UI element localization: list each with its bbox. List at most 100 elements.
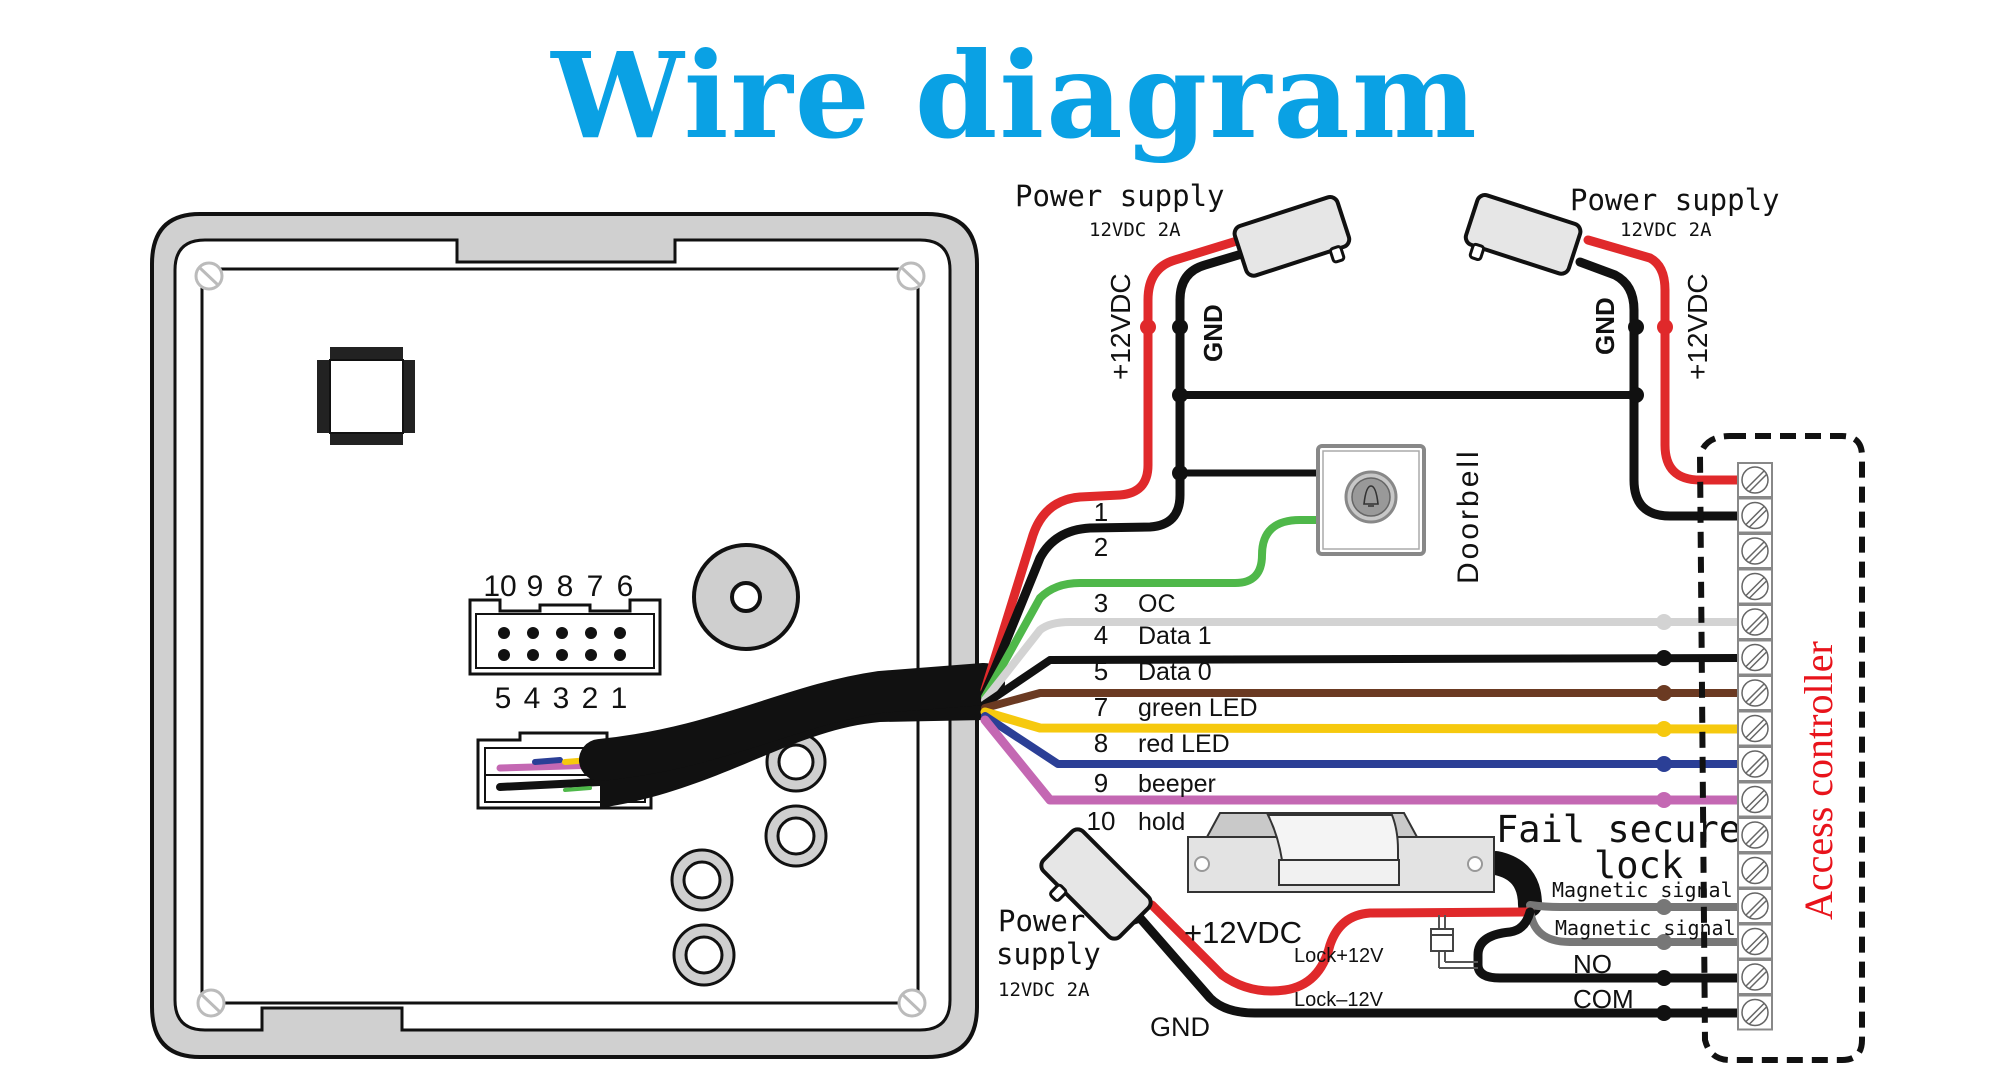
terminal-screw — [1737, 462, 1773, 498]
pin-label: 7 — [587, 570, 604, 603]
ps-bottom-title-line1: Power — [998, 904, 1085, 938]
wire-7-brown — [981, 689, 1742, 712]
ps-top-left-gnd-label: GND — [1198, 304, 1228, 362]
junction-dots — [1140, 319, 1673, 1021]
wire-number: 9 — [1094, 768, 1108, 798]
power-supply-top-right: Power supply 12VDC 2A GND +12VDC — [1463, 183, 1780, 380]
ps-right-gnd-wire — [1575, 257, 1743, 521]
screw-icon — [194, 261, 224, 291]
junction-dot — [1656, 934, 1672, 950]
wire-number: 3 — [1094, 588, 1108, 618]
wire-number: 1 — [1094, 497, 1108, 527]
junction-dot — [1656, 1005, 1672, 1021]
junction-dot — [1656, 650, 1672, 666]
wire-number: 10 — [1087, 806, 1116, 836]
wire-10-pink — [980, 715, 1743, 805]
wire-number: 2 — [1094, 532, 1108, 562]
pin-label: 1 — [611, 682, 628, 715]
pin-label: 4 — [524, 682, 541, 715]
junction-dot — [1656, 614, 1672, 630]
pin-label: 9 — [527, 570, 544, 603]
junction-dot — [1172, 387, 1188, 403]
connector-pin — [527, 627, 539, 639]
ps-bottom-rating: 12VDC 2A — [998, 979, 1090, 1001]
wire-4-gray — [981, 618, 1742, 704]
wire-number: 4 — [1094, 620, 1108, 650]
ps-top-left-positive-label: +12VDC — [1105, 273, 1136, 380]
junction-dot — [1656, 792, 1672, 808]
wire-function-label: beeper — [1138, 770, 1216, 798]
junction-dot — [1628, 387, 1644, 403]
junction-dot — [1656, 721, 1672, 737]
magnetic-signal-wire-1 — [1526, 901, 1742, 911]
power-supply-bottom: Power supply 12VDC 2A +12VDC GND — [996, 827, 1302, 1042]
junction-dot — [1657, 319, 1673, 335]
doorbell: Doorbell — [1316, 444, 1485, 584]
wire-number: 8 — [1094, 728, 1108, 758]
wire-function-label: OC — [1138, 590, 1176, 618]
power-adapter-icon — [1232, 195, 1352, 278]
wire-function-label: green LED — [1138, 694, 1258, 722]
controller-dashed-outline — [1696, 433, 1865, 1063]
connector-pin — [527, 649, 539, 661]
terminal-screw — [1737, 852, 1773, 889]
mounting-hole — [764, 804, 828, 868]
pin-label: 6 — [617, 570, 634, 603]
junction-dot — [1656, 899, 1672, 915]
ps-top-right-positive-label: +12VDC — [1682, 273, 1713, 380]
wire-function-label: hold — [1138, 808, 1185, 836]
pin-header-connector — [468, 598, 662, 676]
terminal-screw — [1737, 533, 1773, 569]
wire-function-label: red LED — [1138, 730, 1230, 758]
pin-label: 10 — [483, 570, 516, 603]
connector-pin — [585, 649, 597, 661]
wire-9-blue — [981, 712, 1742, 768]
power-adapter-icon — [1039, 827, 1153, 941]
connector-pin — [556, 627, 568, 639]
diagram-title: Wire diagram — [549, 26, 1478, 165]
terminal-screw — [1737, 568, 1773, 605]
terminal-screw — [1737, 959, 1773, 995]
wire-number: 5 — [1094, 656, 1108, 686]
junction-dot — [1656, 756, 1672, 772]
terminal-screw — [1737, 639, 1773, 676]
pin-label: 8 — [557, 570, 574, 603]
doorbell-label: Doorbell — [1452, 448, 1485, 584]
screw-icon — [896, 261, 926, 291]
ps-top-right-rating: 12VDC 2A — [1620, 219, 1712, 241]
wire-5-black — [981, 654, 1742, 708]
wire-number: 7 — [1094, 692, 1108, 722]
junction-dot — [1140, 319, 1156, 335]
pin-label: 5 — [495, 682, 512, 715]
diode-icon — [1430, 915, 1478, 969]
connector-pin — [614, 649, 626, 661]
terminal-screw — [1737, 994, 1773, 1031]
lock-positive-label: Lock+12V — [1294, 945, 1384, 967]
connector-pin — [556, 649, 568, 661]
magnetic-signal-label-2: Magnetic signal — [1555, 916, 1736, 940]
ps-bottom-positive-label: +12VDC — [1184, 915, 1302, 950]
junction-dot — [1656, 970, 1672, 986]
mounting-hole — [672, 923, 736, 987]
connector-pin — [498, 627, 510, 639]
lock-positive-wire — [1147, 900, 1535, 996]
pin-label: 3 — [553, 682, 570, 715]
ps-top-right-title: Power supply — [1570, 183, 1780, 217]
wire-2-black — [980, 245, 1260, 698]
com-label: COM — [1573, 984, 1634, 1014]
wire-3-green — [981, 516, 1329, 701]
junction-dot — [1172, 465, 1188, 481]
terminal-screw — [1737, 746, 1773, 782]
buzzer-icon — [692, 543, 800, 651]
no-wire — [1473, 907, 1743, 983]
terminal-screw — [1737, 675, 1773, 711]
terminal-screw — [1737, 817, 1773, 853]
wire-function-label: Data 1 — [1138, 622, 1212, 650]
wire-8-yellow — [980, 707, 1743, 734]
ps-bottom-gnd-label: GND — [1150, 1012, 1210, 1042]
